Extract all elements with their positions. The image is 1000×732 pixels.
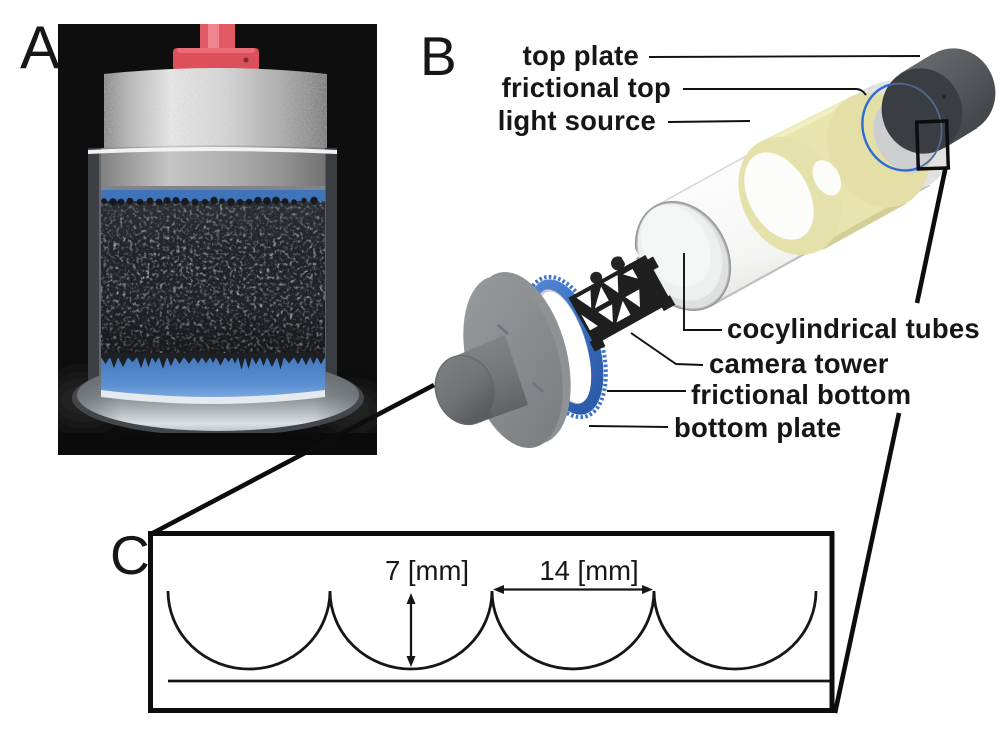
svg-text:bottom plate: bottom plate [674,412,841,443]
svg-text:top plate: top plate [523,40,639,71]
svg-text:7 [mm]: 7 [mm] [385,555,469,586]
svg-text:C: C [110,524,150,586]
svg-text:frictional top: frictional top [502,72,671,103]
svg-text:cocylindrical tubes: cocylindrical tubes [727,313,980,344]
svg-text:B: B [420,25,457,87]
svg-text:camera tower: camera tower [709,348,889,379]
svg-text:light source: light source [498,105,656,136]
svg-text:A: A [20,14,60,81]
svg-text:frictional bottom: frictional bottom [691,379,911,410]
svg-text:14 [mm]: 14 [mm] [539,555,638,586]
